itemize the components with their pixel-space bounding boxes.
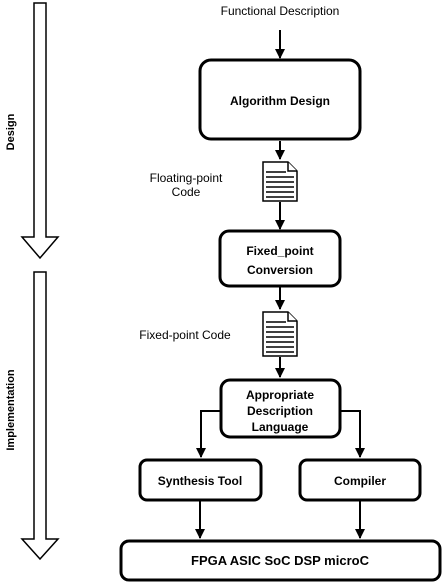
fixed-point-code-document-icon [262, 311, 298, 357]
algorithm-design-box [198, 58, 362, 141]
description-language-label-line2: Description [247, 404, 313, 418]
synthesis-tool-box [138, 458, 263, 502]
targets-label: FPGA ASIC SoC DSP microC [191, 553, 370, 568]
compiler-box [298, 458, 422, 502]
description-language-box [219, 378, 342, 439]
implementation-phase-arrow [20, 271, 60, 561]
fixed-point-conversion-label-line2: Conversion [247, 263, 313, 277]
description-language-label-line3: Language [252, 420, 309, 434]
design-phase-arrow [20, 2, 60, 260]
compiler-label: Compiler [334, 474, 386, 488]
fixed-point-conversion-box [218, 229, 342, 288]
floating-point-code-label-line2: Code [172, 185, 201, 199]
design-phase-label: Design [5, 113, 17, 150]
arrow-to-compiler [340, 410, 365, 458]
description-language-label-line1: Appropriate [246, 388, 314, 402]
targets-box [119, 539, 442, 582]
algorithm-design-label: Algorithm Design [230, 94, 330, 108]
floating-point-code-label-line1: Floating-point [150, 171, 223, 185]
arrow-to-synthesis-tool [196, 410, 221, 458]
fixed-point-conversion-label-line1: Fixed_point [246, 244, 313, 258]
synthesis-tool-label: Synthesis Tool [158, 474, 242, 488]
implementation-phase-label: Implementation [5, 369, 17, 451]
fixed-point-code-label: Fixed-point Code [139, 328, 231, 342]
functional-description-label: Functional Description [221, 4, 340, 18]
floating-point-code-document-icon [262, 161, 298, 202]
